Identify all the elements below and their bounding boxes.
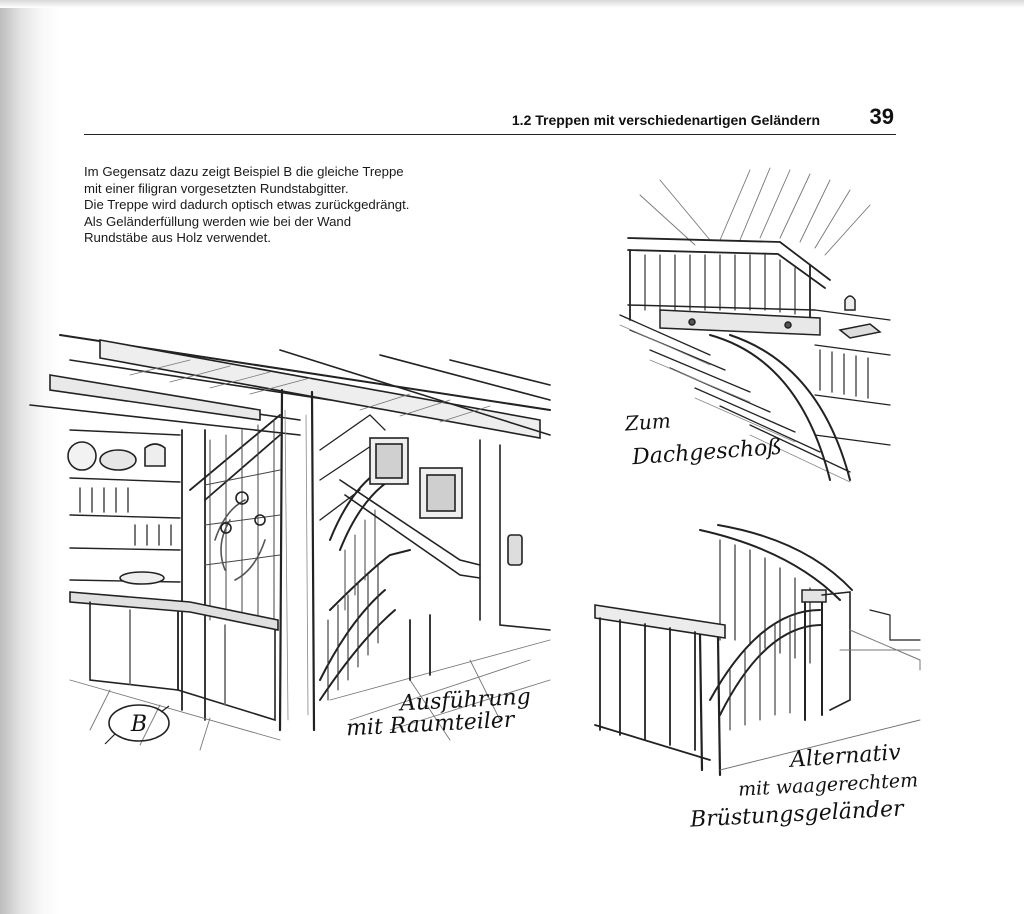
body-line: Rundstäbe aus Holz verwendet. — [84, 230, 271, 245]
body-line: Die Treppe wird dadurch optisch etwas zu… — [84, 197, 410, 212]
badge-letter: B — [130, 712, 147, 737]
example-b-badge: B — [104, 704, 170, 745]
page-number: 39 — [869, 104, 894, 129]
body-paragraph: Im Gegensatz dazu zeigt Beispiel B die g… — [84, 164, 454, 247]
section-title: 1.2 Treppen mit verschiedenartigen Gelän… — [511, 112, 820, 128]
attic-stair-illustration — [619, 167, 891, 483]
running-header: 1.2 Treppen mit verschiedenartigen Gelän… — [84, 104, 896, 135]
alternative-stair-illustration — [594, 524, 921, 777]
body-line: Im Gegensatz dazu zeigt Beispiel B die g… — [84, 164, 404, 179]
alternative-caption-line3: Brüstungsgeländer — [689, 796, 905, 833]
attic-caption-line1: Zum — [624, 408, 672, 436]
page-gutter-shadow — [0, 0, 60, 914]
body-line: mit einer filigran vorgesetzten Rundstab… — [84, 180, 349, 196]
page-top-shadow — [0, 0, 1024, 8]
main-stair-illustration — [29, 334, 551, 751]
body-line: Als Geländerfüllung werden wie bei der W… — [84, 213, 352, 229]
